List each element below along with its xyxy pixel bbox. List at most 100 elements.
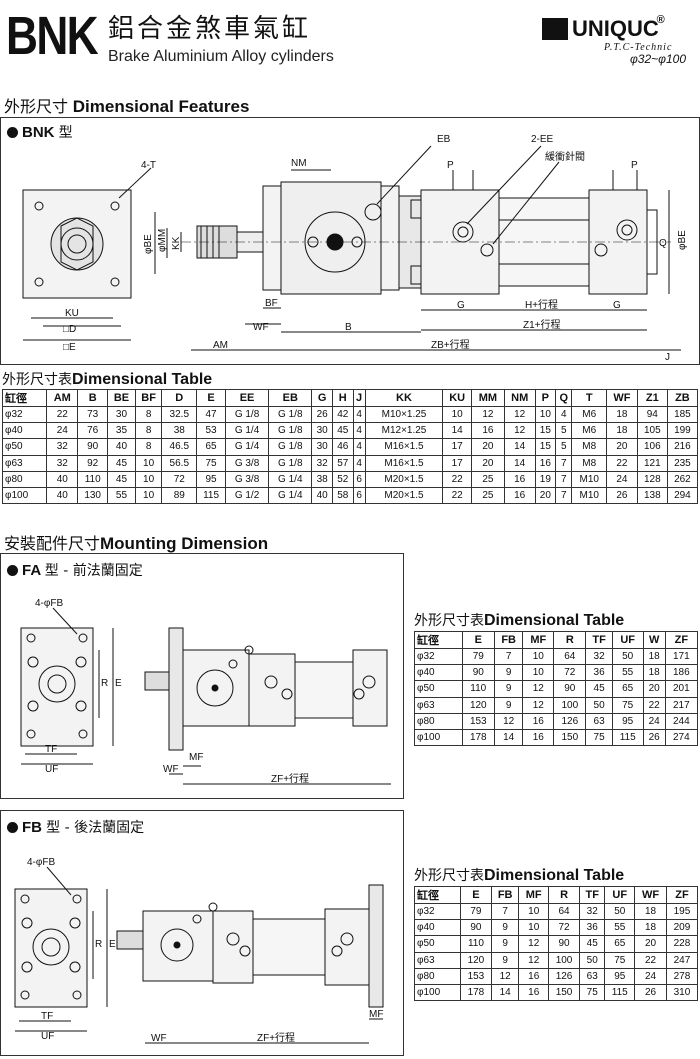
table-cell: 14	[503, 438, 536, 456]
table-cell: 9	[493, 664, 524, 682]
fb-drawing-box: FB 型 - 後法蘭固定 4-φFB R	[0, 810, 404, 1056]
table-cell: 10	[522, 664, 555, 682]
table-cell: 58	[331, 486, 354, 505]
table-cell: 45	[331, 422, 354, 440]
table-cell: 64	[548, 902, 581, 921]
table-cell: 46.5	[161, 438, 198, 456]
table-cell: 115	[604, 983, 636, 1002]
label-2ee: 2-EE	[531, 134, 554, 145]
table-cell: 310	[665, 983, 699, 1002]
table-cell: 90	[459, 919, 492, 937]
column-header: EB	[268, 389, 313, 407]
table-cell: 94	[636, 405, 668, 424]
table-cell: 22	[46, 405, 79, 424]
table-cell: 12	[503, 405, 536, 424]
label-e: □E	[63, 342, 76, 353]
fa-label-e: E	[115, 678, 122, 689]
table-cell: 16	[522, 712, 555, 730]
table-cell: 150	[553, 728, 587, 747]
label-j: J	[665, 352, 670, 363]
fa-label-mf: MF	[189, 752, 203, 763]
label-mm: φMM	[157, 229, 168, 252]
table-cell: 4	[352, 422, 366, 440]
table-cell: 16	[534, 454, 557, 472]
table-cell: 75	[585, 728, 613, 747]
table-cell: 178	[461, 728, 495, 747]
table-cell: 106	[636, 438, 668, 456]
table-cell: 25	[471, 486, 505, 505]
table-cell: 247	[665, 951, 699, 969]
table-cell: 4	[555, 405, 573, 424]
table-cell: 201	[664, 680, 699, 698]
table-cell: φ50	[414, 935, 461, 953]
table-cell: 10	[442, 405, 473, 424]
brand-logo: UNIQUC® P.T.C-Technic	[542, 14, 692, 53]
model-code: BNK	[6, 6, 99, 66]
fb-label-uf: UF	[41, 1031, 54, 1042]
table-cell: 10	[522, 647, 555, 666]
table-cell: 64	[553, 647, 587, 666]
table-cell: 90	[77, 438, 109, 456]
table-cell: 121	[636, 454, 668, 472]
table-cell: φ63	[1, 454, 48, 472]
label-be-right: φBE	[677, 230, 688, 250]
table-cell: 17	[442, 438, 473, 456]
table-cell: 72	[548, 919, 581, 937]
table-cell: 10	[134, 470, 163, 488]
table-cell: 55	[611, 664, 644, 682]
table-cell: 130	[77, 486, 109, 505]
table-cell: 244	[664, 712, 699, 730]
table-cell: 35	[107, 422, 136, 440]
label-bf: BF	[265, 298, 278, 309]
table-cell: 199	[666, 422, 699, 440]
table-cell: 22	[642, 696, 666, 714]
table-cell: 12	[522, 696, 555, 714]
label-zb-stroke: ZB+行程	[431, 338, 470, 351]
table-cell: 120	[461, 696, 495, 714]
table-cell: 36	[585, 664, 613, 682]
title-english: Brake Aluminium Alloy cylinders	[108, 48, 334, 65]
table-cell: 26	[634, 983, 667, 1002]
table-cell: M12×1.25	[364, 422, 444, 440]
label-d: □D	[63, 324, 76, 335]
label-4t: 4-T	[141, 160, 156, 171]
table-cell: 95	[196, 470, 226, 488]
table-cell: 65	[611, 680, 644, 698]
table-cell: 14	[503, 454, 536, 472]
table-cell: φ80	[414, 712, 463, 730]
table-cell: 24	[46, 422, 79, 440]
table-cell: 7	[555, 486, 573, 505]
table-cell: 262	[666, 470, 699, 488]
table-cell: 9	[493, 680, 524, 698]
table-cell: φ100	[414, 983, 461, 1002]
table-cell: M8	[571, 454, 608, 472]
table-cell: 20	[471, 454, 505, 472]
table-cell: 7	[555, 454, 573, 472]
column-header: G	[311, 389, 333, 407]
table-cell: 95	[604, 967, 636, 985]
fb-table-title: 外形尺寸表Dimensional Table	[414, 867, 625, 884]
table-cell: 65	[196, 438, 226, 456]
table-cell: 45	[107, 454, 136, 472]
table-cell: 36	[579, 919, 606, 937]
table-cell: 42	[331, 405, 354, 424]
table-cell: 46	[331, 438, 354, 456]
table-cell: 186	[664, 664, 699, 682]
table-cell: 14	[442, 422, 473, 440]
bullet-icon	[7, 565, 18, 576]
table-cell: 12	[471, 405, 505, 424]
table-cell: φ100	[414, 728, 463, 747]
table-cell: 32	[46, 454, 79, 472]
table-cell: φ80	[1, 470, 48, 488]
column-header: E	[196, 389, 226, 407]
label-q: Q	[659, 238, 667, 249]
brand-name: UNIQUC®	[572, 14, 665, 41]
